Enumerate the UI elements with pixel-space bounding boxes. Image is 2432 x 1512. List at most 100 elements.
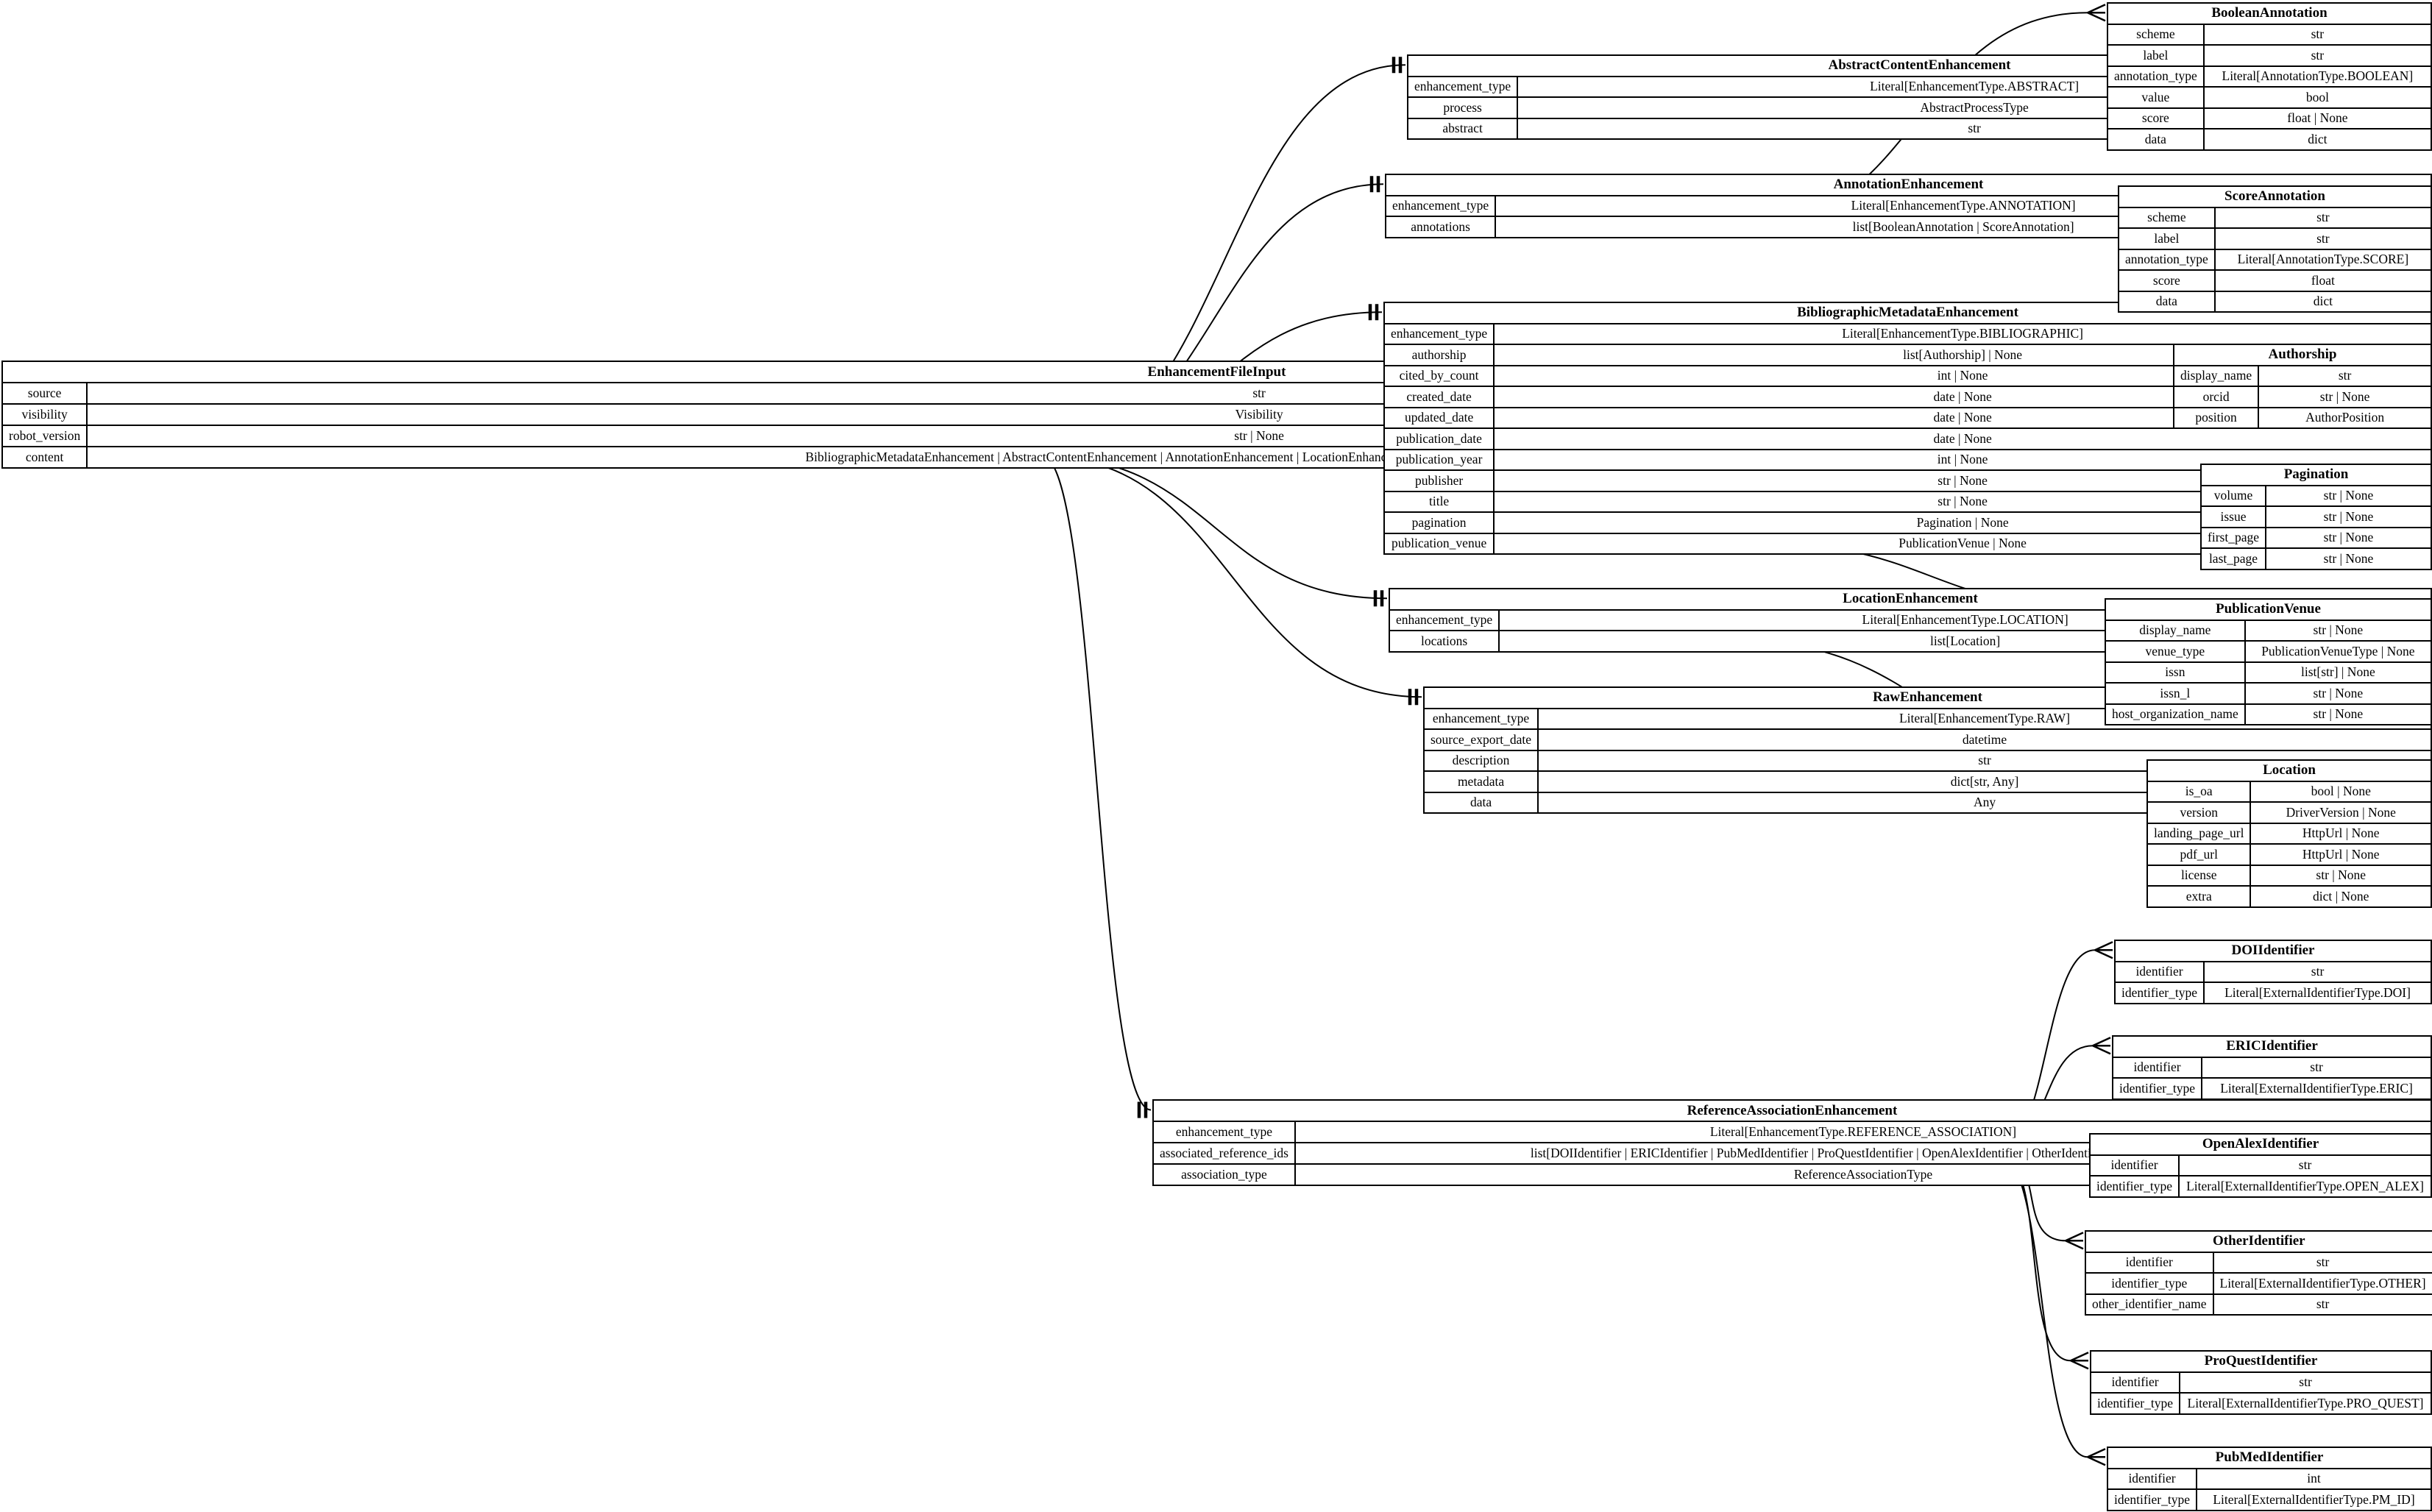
field-name: process	[1406, 96, 1519, 119]
field-type: str	[2213, 227, 2432, 250]
field-name: score	[2118, 269, 2216, 292]
field-type: Literal[ExternalIdentifierType.ERIC]	[2201, 1077, 2432, 1100]
field-type: HttpUrl | None	[2250, 843, 2432, 866]
field-name: enhancement_type	[1384, 194, 1497, 217]
field-type: Literal[ExternalIdentifierType.OPEN_ALEX…	[2178, 1175, 2432, 1198]
field-name: content	[1, 446, 88, 469]
field-type: Literal[ExternalIdentifierType.PM_ID]	[2196, 1488, 2432, 1511]
field-name: data	[2118, 290, 2216, 313]
field-name: venue_type	[2105, 640, 2246, 663]
field-name: issue	[2200, 505, 2266, 528]
cardinality-marker-many	[2094, 941, 2113, 959]
field-type: datetime	[1537, 728, 2432, 751]
field-type: float | None	[2202, 107, 2432, 129]
field-type: str	[2212, 1293, 2432, 1316]
field-name: robot_version	[1, 425, 88, 447]
field-type: str | None	[2264, 547, 2432, 570]
field-type: str | None	[2250, 864, 2432, 887]
field-name: association_type	[1152, 1163, 1296, 1186]
field-name: publication_year	[1383, 448, 1495, 471]
field-name: score	[2107, 107, 2205, 129]
field-name: source	[1, 382, 88, 405]
field-name: locations	[1388, 630, 1500, 653]
field-name: issn	[2105, 661, 2246, 684]
field-name: enhancement_type	[1388, 608, 1500, 631]
field-type: str | None	[2258, 386, 2432, 408]
field-name: publisher	[1383, 469, 1495, 492]
entity-title: ERICIdentifier	[2112, 1035, 2432, 1058]
field-name: identifier	[2106, 1467, 2198, 1490]
field-type: Literal[ExternalIdentifierType.OTHER]	[2212, 1272, 2432, 1295]
field-type: HttpUrl | None	[2250, 822, 2432, 845]
edge-content-to-LocationEnhancement	[1042, 455, 1388, 607]
field-name: label	[2107, 44, 2205, 67]
cardinality-marker-many	[2087, 1448, 2106, 1466]
field-name: identifier_type	[2085, 1272, 2214, 1295]
field-name: host_organization_name	[2105, 703, 2246, 725]
entity-title: PublicationVenue	[2105, 598, 2432, 621]
entity-title: BooleanAnnotation	[2107, 2, 2432, 25]
field-name: display_name	[2105, 619, 2246, 642]
field-type: dict | None	[2250, 885, 2432, 908]
field-name: identifier	[2088, 1154, 2180, 1176]
field-name: identifier_type	[2088, 1175, 2180, 1198]
field-name: created_date	[1383, 386, 1495, 408]
cardinality-marker-exactly-one	[1392, 57, 1403, 74]
field-type: str	[2179, 1371, 2432, 1394]
field-type: str | None	[2244, 703, 2432, 725]
field-name: identifier_type	[2111, 1077, 2203, 1100]
field-name: enhancement_type	[1422, 707, 1539, 730]
field-name: identifier_type	[2106, 1488, 2198, 1511]
field-name: abstract	[1406, 117, 1519, 140]
field-type: Literal[EnhancementType.BIBLIOGRAPHIC]	[1493, 322, 2432, 345]
cardinality-marker-many	[2092, 1037, 2111, 1055]
field-name: enhancement_type	[1152, 1121, 1296, 1143]
field-type: AuthorPosition	[2258, 406, 2432, 429]
field-type: Literal[AnnotationType.BOOLEAN]	[2202, 65, 2432, 88]
field-type: str | None	[2264, 526, 2432, 549]
field-name: metadata	[1422, 770, 1539, 793]
field-type: date | None	[1493, 427, 2432, 450]
field-type: dict	[2213, 290, 2432, 313]
field-name: annotation_type	[2107, 65, 2205, 88]
